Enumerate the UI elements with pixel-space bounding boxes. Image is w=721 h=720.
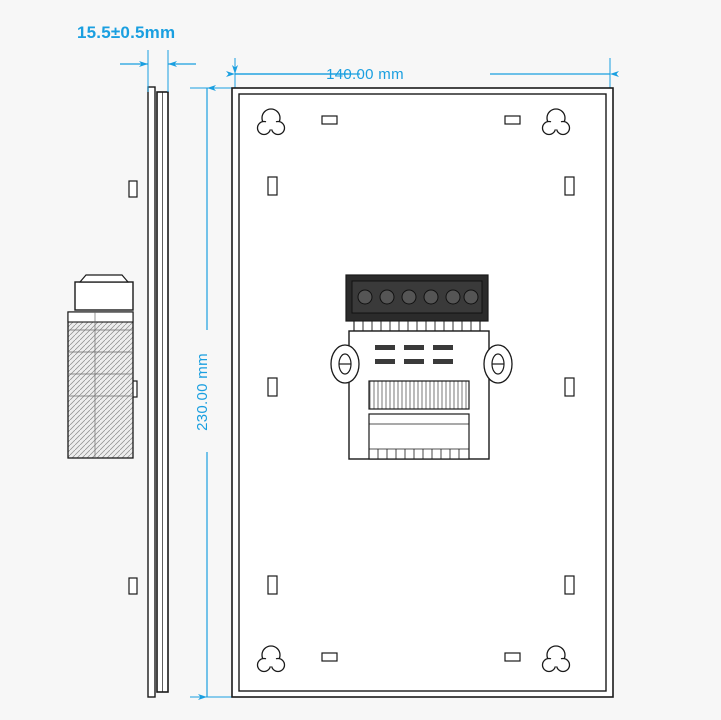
mount-tab-right-middle xyxy=(564,377,575,397)
mount-tab-left-bottom xyxy=(267,575,278,595)
height-dimension-label: 230.00 mm xyxy=(194,353,211,431)
slot-top-right xyxy=(504,115,521,125)
slot-top-left xyxy=(321,115,338,125)
terminal-pin-5 xyxy=(445,289,461,305)
side-terminal-block xyxy=(74,281,134,311)
width-dimension-label: 140.00 mm xyxy=(326,66,404,83)
side-connector-lip xyxy=(67,311,134,323)
keyhole-top-right xyxy=(541,108,571,136)
connector-contact-comb xyxy=(368,380,470,410)
mount-tab-right-bottom xyxy=(564,575,575,595)
side-connector-body xyxy=(67,311,134,459)
card-edge-connector xyxy=(330,330,513,460)
keyhole-bottom-right xyxy=(541,645,571,673)
side-front-plate xyxy=(147,86,156,698)
side-view-group xyxy=(67,86,169,698)
connector-lower-teeth xyxy=(369,448,469,459)
keyhole-top-left xyxy=(256,108,286,136)
thickness-dimension-label: 15.5±0.5mm xyxy=(77,23,175,42)
terminal-pin-1 xyxy=(357,289,373,305)
slot-bottom-right xyxy=(504,652,521,662)
terminal-pin-3 xyxy=(401,289,417,305)
keyhole-bottom-left xyxy=(256,645,286,673)
terminal-pin-4 xyxy=(423,289,439,305)
front-view-group xyxy=(231,87,614,698)
width-dimension-group: 140.00 mm xyxy=(226,58,619,92)
terminal-skirt-teeth xyxy=(362,321,472,331)
screw-hole-right xyxy=(483,344,513,384)
slot-bottom-left xyxy=(321,652,338,662)
side-terminal-top-bevel xyxy=(78,274,130,283)
terminal-block-6-pin xyxy=(345,274,489,332)
side-tab-top xyxy=(128,180,138,198)
connector-label-dashes xyxy=(375,345,453,364)
connector-lower-body xyxy=(368,413,470,460)
side-tab-bottom xyxy=(128,577,138,595)
mount-tab-left-top xyxy=(267,176,278,196)
mount-tab-right-top xyxy=(564,176,575,196)
thickness-dimension-group: 15.5±0.5mm xyxy=(77,23,196,92)
screw-hole-left xyxy=(330,344,360,384)
mount-tab-left-middle xyxy=(267,377,278,397)
height-dimension-group: 230.00 mm xyxy=(190,85,232,700)
terminal-pin-2 xyxy=(379,289,395,305)
terminal-pin-6 xyxy=(463,289,479,305)
